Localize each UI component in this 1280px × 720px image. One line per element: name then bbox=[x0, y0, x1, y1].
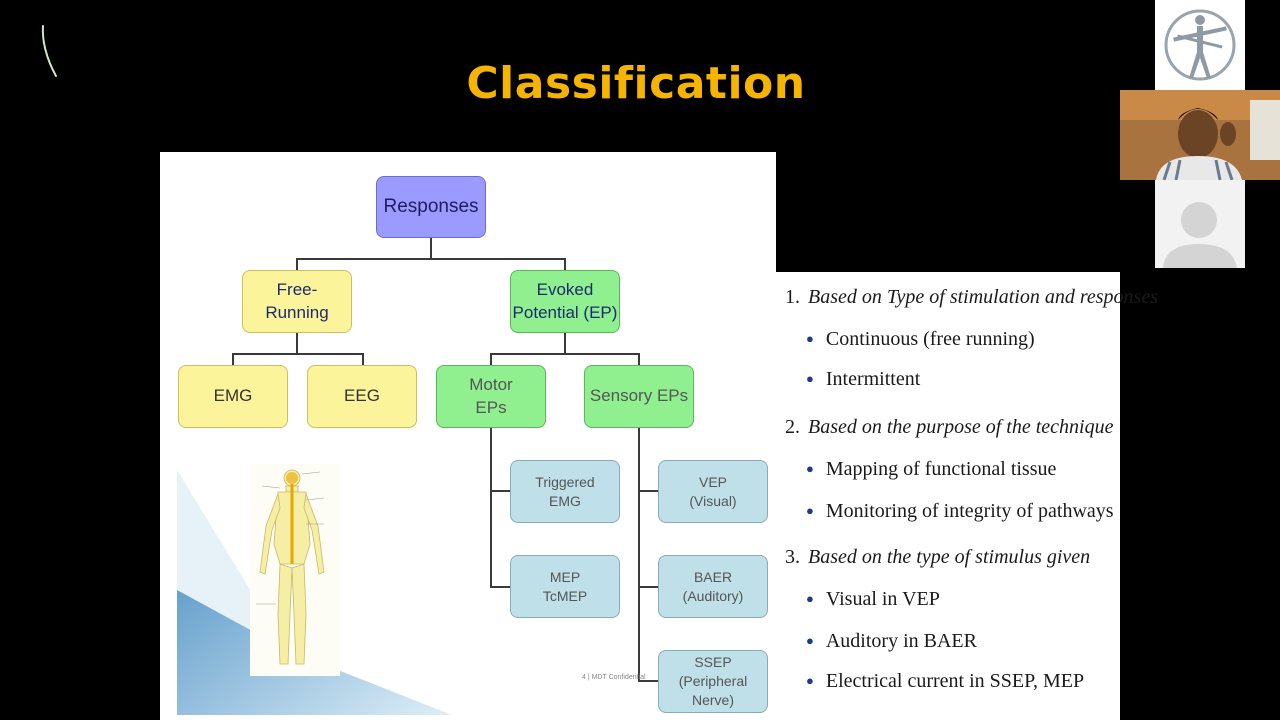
list-item-text: Continuous (free running) bbox=[825, 328, 1035, 350]
pen-annotation bbox=[41, 25, 57, 77]
node-label: Sensory EPs bbox=[589, 386, 689, 406]
connector bbox=[564, 258, 566, 270]
list-item: ● Continuous (free running) bbox=[806, 328, 1035, 351]
list-item-text: Intermittent bbox=[825, 368, 921, 390]
connector bbox=[296, 258, 298, 270]
bullet-icon: ● bbox=[806, 673, 814, 688]
list-item-text: Visual in VEP bbox=[825, 588, 940, 610]
participant-tile-logo[interactable] bbox=[1155, 0, 1245, 90]
heading-text: Based on Type of stimulation and respons… bbox=[808, 286, 1158, 308]
list-item: ● Electrical current in SSEP, MEP bbox=[806, 670, 1084, 693]
node-sensory-eps: Sensory EPs bbox=[584, 365, 694, 428]
connector bbox=[638, 586, 658, 588]
connector bbox=[490, 586, 510, 588]
list-item: ● Intermittent bbox=[806, 368, 920, 391]
list-item-text: Electrical current in SSEP, MEP bbox=[825, 670, 1085, 692]
bullet-icon: ● bbox=[806, 591, 814, 606]
participant-video[interactable] bbox=[1120, 90, 1280, 180]
bullet-icon: ● bbox=[806, 503, 814, 518]
connector bbox=[490, 490, 510, 492]
heading-number: 1. bbox=[785, 286, 800, 308]
list-item-text: Monitoring of integrity of pathways bbox=[825, 500, 1114, 522]
nervous-system-figure bbox=[250, 464, 340, 676]
list-item-text: Auditory in BAER bbox=[825, 630, 977, 652]
bullet-icon: ● bbox=[806, 371, 814, 386]
connector bbox=[232, 353, 364, 355]
connector bbox=[362, 353, 364, 365]
vitruvian-logo-icon bbox=[1164, 9, 1236, 81]
connector bbox=[638, 428, 640, 682]
list-item: ● Monitoring of integrity of pathways bbox=[806, 500, 1114, 523]
list-item-text: Mapping of functional tissue bbox=[825, 458, 1057, 480]
connector bbox=[430, 238, 432, 260]
connector bbox=[638, 353, 640, 365]
user-avatar-icon bbox=[1163, 202, 1237, 268]
node-label: Motor EPs bbox=[469, 375, 513, 417]
list-heading-3: 3. Based on the type of stimulus given bbox=[785, 546, 1090, 569]
node-label: BAER (Auditory) bbox=[682, 568, 744, 604]
participant-tile-avatar[interactable] bbox=[1155, 180, 1245, 268]
heading-text: Based on the type of stimulus given bbox=[808, 546, 1091, 568]
bullet-icon: ● bbox=[806, 331, 814, 346]
node-eeg: EEG bbox=[307, 365, 417, 428]
connector bbox=[638, 680, 658, 682]
node-label: SSEP (Peripheral Nerve) bbox=[678, 654, 748, 708]
node-mep: MEP TcMEP bbox=[510, 555, 620, 618]
list-heading-2: 2. Based on the purpose of the technique bbox=[785, 416, 1114, 439]
node-vep: VEP (Visual) bbox=[658, 460, 768, 523]
node-label: MEP TcMEP bbox=[542, 568, 588, 604]
heading-number: 2. bbox=[785, 416, 800, 438]
connector bbox=[490, 353, 640, 355]
node-responses: Responses bbox=[376, 176, 486, 238]
connector bbox=[296, 258, 566, 260]
node-label: EMG bbox=[213, 386, 253, 406]
connector bbox=[490, 353, 492, 365]
node-motor-eps: Motor EPs bbox=[436, 365, 546, 428]
text-panel bbox=[776, 272, 1120, 720]
node-baer: BAER (Auditory) bbox=[658, 555, 768, 618]
list-item: ● Mapping of functional tissue bbox=[806, 458, 1056, 481]
node-label: Free- Running bbox=[265, 280, 329, 322]
node-label: Triggered EMG bbox=[535, 473, 595, 509]
bullet-icon: ● bbox=[806, 633, 814, 648]
node-evoked-potential: Evoked Potential (EP) bbox=[510, 270, 620, 333]
node-label: EEG bbox=[344, 386, 380, 406]
heading-number: 3. bbox=[785, 546, 800, 568]
bullet-icon: ● bbox=[806, 461, 814, 476]
node-label: Responses bbox=[383, 195, 479, 217]
connector bbox=[638, 490, 658, 492]
node-free-running: Free- Running bbox=[242, 270, 352, 333]
list-item: ● Auditory in BAER bbox=[806, 630, 977, 653]
node-emg: EMG bbox=[178, 365, 288, 428]
connector bbox=[564, 333, 566, 353]
list-heading-1: 1. Based on Type of stimulation and respo… bbox=[785, 286, 1158, 309]
connector bbox=[232, 353, 234, 365]
list-item: ● Visual in VEP bbox=[806, 588, 940, 611]
page-title: Classification bbox=[466, 58, 806, 109]
node-label: VEP (Visual) bbox=[689, 473, 737, 509]
slide-footer: 4 | MDT Confidential bbox=[582, 674, 646, 681]
node-label: Evoked Potential (EP) bbox=[512, 280, 618, 322]
connector bbox=[296, 333, 298, 353]
heading-text: Based on the purpose of the technique bbox=[808, 416, 1114, 438]
participant-video-frame bbox=[1120, 90, 1280, 180]
node-ssep: SSEP (Peripheral Nerve) bbox=[658, 650, 768, 713]
connector bbox=[490, 428, 492, 588]
node-triggered-emg: Triggered EMG bbox=[510, 460, 620, 523]
